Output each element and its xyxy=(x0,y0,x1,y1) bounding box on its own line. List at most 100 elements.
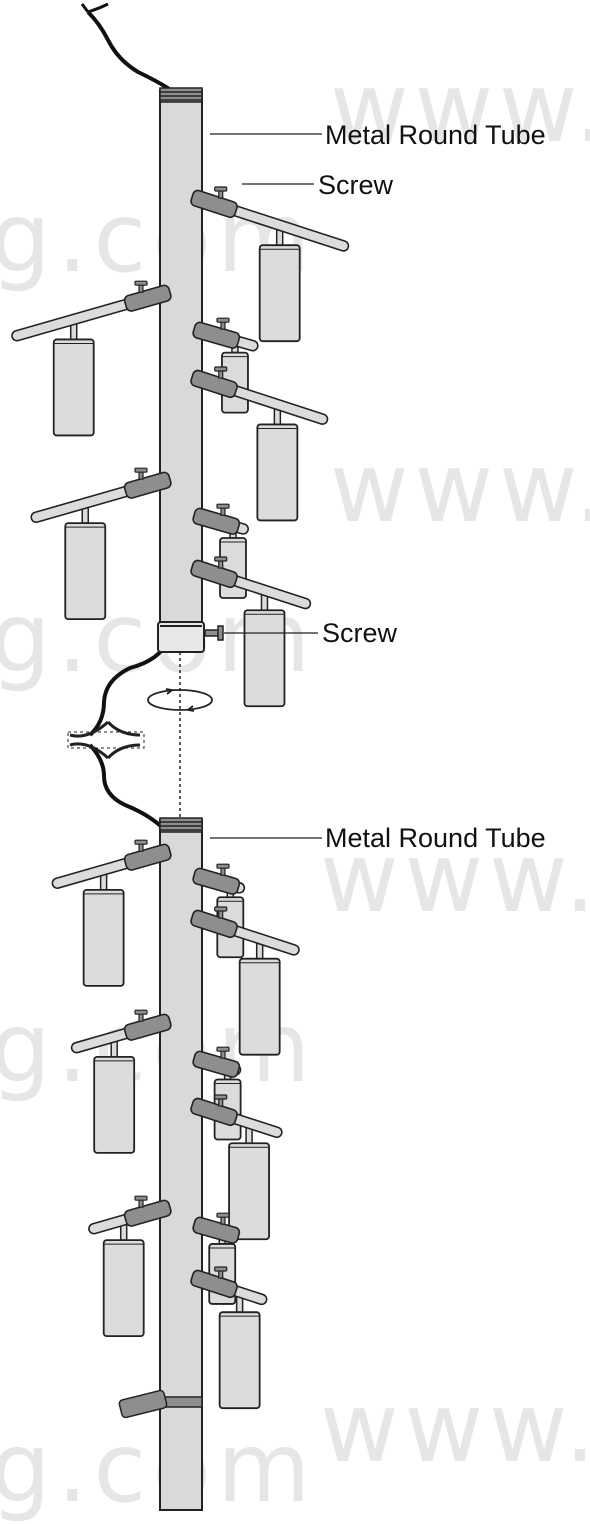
spotlight xyxy=(190,1094,283,1241)
spotlight xyxy=(190,366,329,522)
watermark-www-4: www. xyxy=(320,1372,590,1484)
spotlight-collar xyxy=(190,909,238,939)
spotlight-can xyxy=(238,957,281,1056)
collar-screw-head xyxy=(214,906,228,912)
spotlight xyxy=(11,280,172,437)
spotlight-collar xyxy=(192,321,241,349)
label-metal-round-tube-bottom: Metal Round Tube xyxy=(325,823,546,853)
spotlight-collar xyxy=(190,189,238,219)
collar-screw-head xyxy=(214,186,228,192)
top-cable-fork-right xyxy=(87,2,109,14)
spotlight-can xyxy=(102,1239,145,1338)
spotlight-arm xyxy=(88,1199,172,1235)
rotation-axis xyxy=(147,652,213,825)
spotlight-can xyxy=(228,1142,270,1241)
collar-screw-head xyxy=(216,1046,230,1052)
spotlight-can xyxy=(243,609,286,708)
label-metal-round-tube-top: Metal Round Tube xyxy=(325,120,546,150)
label-screw-coupler: Screw xyxy=(322,618,398,648)
top-power-cable xyxy=(86,10,180,97)
cable-connector-symbol xyxy=(67,720,145,760)
spotlight xyxy=(70,1009,172,1154)
spotlight xyxy=(51,839,172,987)
spotlight xyxy=(190,1266,268,1410)
spotlight-can xyxy=(52,338,95,437)
spotlight-can xyxy=(82,888,125,987)
spotlight-can xyxy=(258,244,301,343)
top-cable-fork-left xyxy=(80,3,90,13)
spotlight-group xyxy=(11,186,350,1410)
watermark-www-3: www. xyxy=(320,822,590,934)
spotlight-collar xyxy=(192,1216,241,1244)
rotation-arrow xyxy=(147,689,213,711)
watermark-www-1: www. xyxy=(330,52,590,164)
bottom-tube-thread xyxy=(159,817,203,833)
spotlight-collar xyxy=(123,471,172,499)
collar-screw-head xyxy=(134,467,148,473)
spotlight-collar xyxy=(190,1269,238,1299)
spotlight-arm xyxy=(190,189,350,252)
spotlight-arm xyxy=(190,559,312,610)
spotlight-collar xyxy=(190,369,238,399)
spotlight-collar xyxy=(190,1097,238,1127)
cable-group xyxy=(80,2,180,832)
spotlight-arm xyxy=(70,1013,172,1054)
spotlight-arm xyxy=(192,1050,242,1078)
watermark-domain-4: g.com xyxy=(0,1412,317,1524)
label-screw-top: Screw xyxy=(318,170,394,200)
collar-screw-head xyxy=(216,863,230,869)
spotlight-arm xyxy=(190,1269,268,1306)
spotlight xyxy=(30,467,172,621)
spotlight-can xyxy=(93,1055,136,1154)
top-metal-tube xyxy=(159,87,203,626)
callout-lines xyxy=(210,133,322,839)
spotlight-collar xyxy=(192,1050,241,1078)
spotlight-collar xyxy=(123,1199,172,1227)
spotlight-collar xyxy=(192,507,241,535)
spotlight xyxy=(88,1195,172,1338)
bottom-metal-tube xyxy=(159,817,203,1511)
coupler-screw xyxy=(204,625,224,641)
top-tube-thread xyxy=(159,87,203,103)
spotlight-arm xyxy=(192,1216,241,1244)
tube-coupler xyxy=(157,621,205,653)
collar-screw-head xyxy=(216,317,230,323)
collar-screw-head xyxy=(214,366,228,372)
spotlight-can xyxy=(64,522,107,621)
watermark-www-2: www. xyxy=(330,432,590,544)
collar-screw-head xyxy=(214,1094,228,1100)
collar-screw-head xyxy=(134,839,148,845)
watermark-domain-1: g.com xyxy=(0,182,317,294)
spotlight xyxy=(190,186,350,343)
spotlight xyxy=(190,906,300,1056)
spotlight xyxy=(190,556,312,708)
spotlight-collar xyxy=(123,843,172,871)
spotlight-collar xyxy=(123,1013,172,1041)
spotlight-arm xyxy=(190,369,329,425)
spotlight-collar xyxy=(190,559,238,589)
spotlight-arm xyxy=(192,321,259,352)
spotlight-arm xyxy=(190,1097,283,1139)
spotlight-arm xyxy=(190,909,300,956)
spotlight-collar xyxy=(123,284,172,312)
spotlight-arm xyxy=(192,867,246,895)
bottom-collar-stub xyxy=(118,1389,168,1419)
collar-screw-head xyxy=(134,1009,148,1015)
collar-screw-head xyxy=(134,1195,148,1201)
middle-cable-lower xyxy=(88,743,167,832)
collar-screw-head xyxy=(216,503,230,509)
collar-screw-head xyxy=(134,280,148,286)
spotlight-arm xyxy=(192,507,249,535)
spotlight-can xyxy=(218,1311,261,1410)
collar-screw-head xyxy=(216,1212,230,1218)
spotlight-collar xyxy=(192,867,241,895)
collar-screw-head xyxy=(214,1266,228,1272)
spotlight-arm xyxy=(11,284,172,342)
collar-screw-head xyxy=(214,556,228,562)
spotlight-can xyxy=(256,423,299,522)
spotlight-arm xyxy=(51,843,172,889)
middle-cable-upper xyxy=(88,639,170,737)
spotlight-arm xyxy=(30,471,172,524)
